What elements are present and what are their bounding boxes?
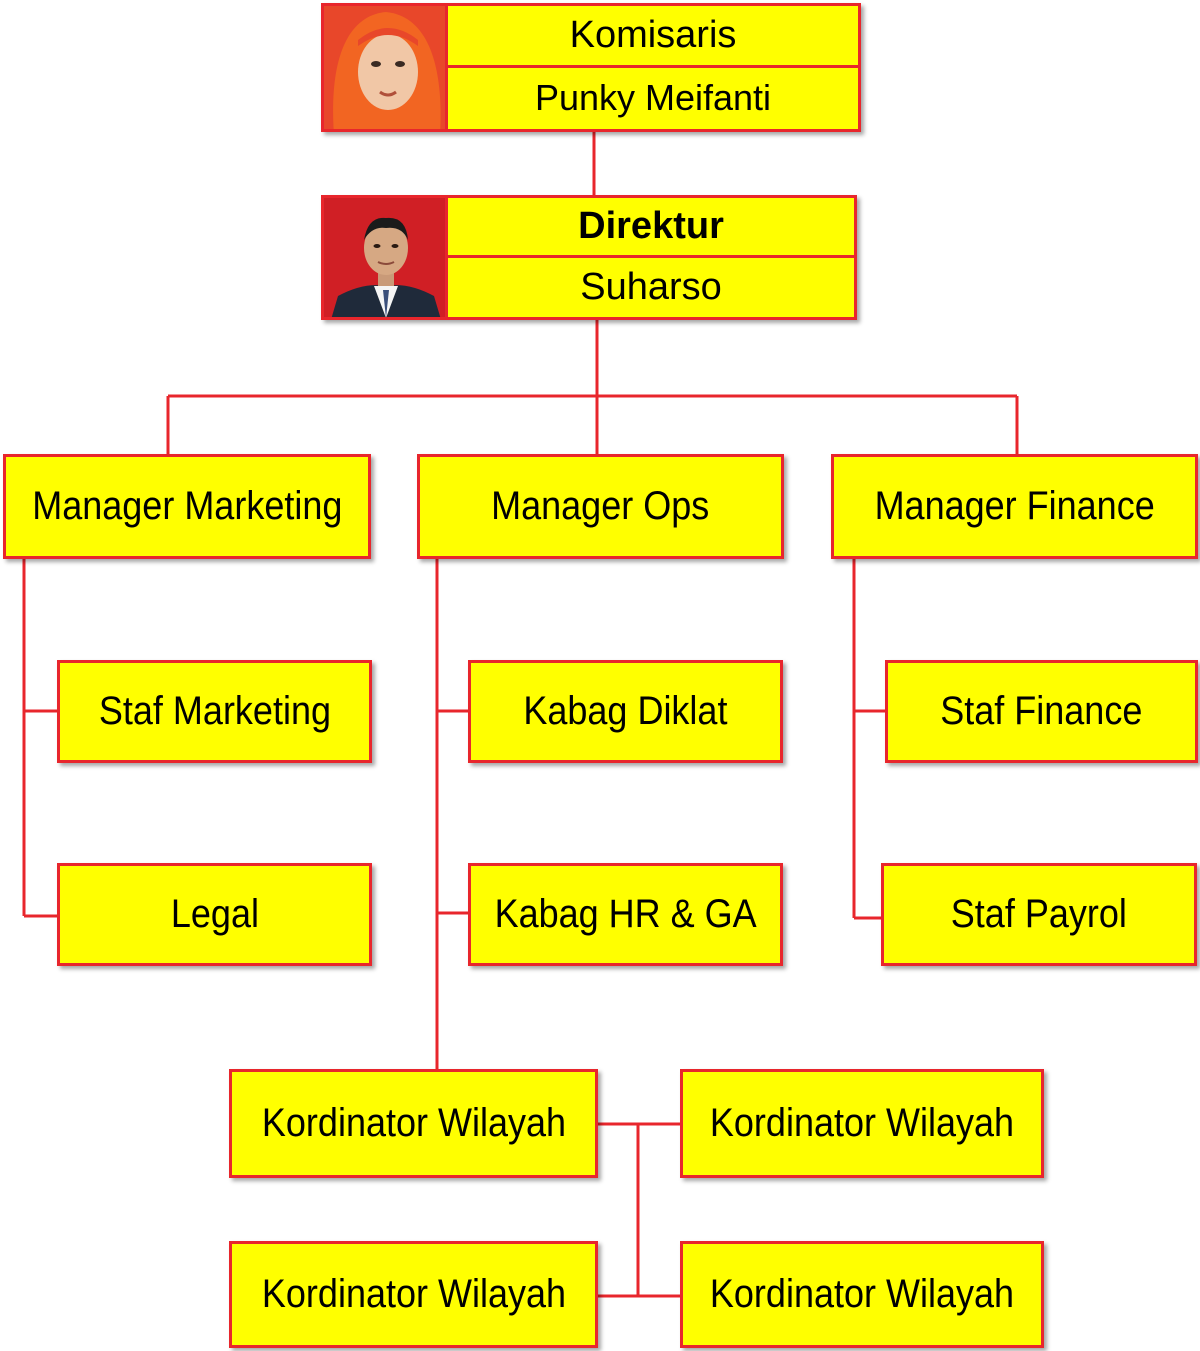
label: Kabag Diklat <box>523 689 728 733</box>
label: Kordinator Wilayah <box>709 1272 1015 1316</box>
label: Staf Payrol <box>950 892 1128 936</box>
direktur-photo <box>324 198 448 317</box>
node-kordinator-wilayah-1: Kordinator Wilayah <box>229 1069 598 1178</box>
node-manager-finance: Manager Finance <box>831 454 1198 559</box>
label: Kabag HR & GA <box>494 892 757 936</box>
label: Legal <box>170 892 259 936</box>
node-direktur: Direktur Suharso <box>321 195 857 320</box>
node-kabag-hr-ga: Kabag HR & GA <box>468 863 783 966</box>
label: Manager Finance <box>874 484 1155 528</box>
label: Manager Ops <box>491 484 710 528</box>
label: Staf Finance <box>940 689 1143 733</box>
node-staf-payrol: Staf Payrol <box>881 863 1197 966</box>
direktur-name: Suharso <box>580 265 722 308</box>
komisaris-name: Punky Meifanti <box>534 77 772 119</box>
node-kordinator-wilayah-2: Kordinator Wilayah <box>680 1069 1044 1178</box>
label: Kordinator Wilayah <box>709 1101 1015 1145</box>
komisaris-title: Komisaris <box>448 6 858 68</box>
node-kabag-diklat: Kabag Diklat <box>468 660 783 763</box>
node-manager-marketing: Manager Marketing <box>3 454 371 559</box>
direktur-title: Direktur <box>448 198 854 258</box>
komisaris-photo <box>324 6 448 129</box>
label: Staf Marketing <box>98 689 331 733</box>
node-staf-finance: Staf Finance <box>885 660 1198 763</box>
node-legal: Legal <box>57 863 372 966</box>
node-staf-marketing: Staf Marketing <box>57 660 372 763</box>
node-komisaris: Komisaris Punky Meifanti <box>321 3 861 132</box>
label: Manager Marketing <box>31 484 343 528</box>
label: Kordinator Wilayah <box>261 1272 566 1316</box>
label: Kordinator Wilayah <box>261 1101 566 1145</box>
node-kordinator-wilayah-3: Kordinator Wilayah <box>229 1241 598 1348</box>
node-manager-ops: Manager Ops <box>417 454 784 559</box>
node-kordinator-wilayah-4: Kordinator Wilayah <box>680 1241 1044 1348</box>
